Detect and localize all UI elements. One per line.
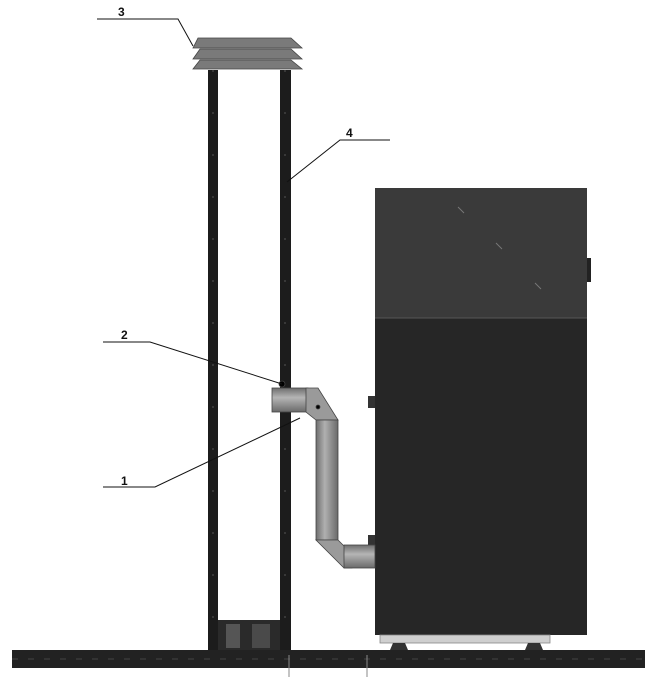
floor-slab xyxy=(12,650,645,668)
flue-pipe xyxy=(271,380,376,569)
label-4: 4 xyxy=(346,126,353,140)
chimney xyxy=(208,70,291,650)
label-1: 1 xyxy=(121,474,128,488)
label-3: 3 xyxy=(118,5,125,19)
stove xyxy=(368,188,591,650)
label-2: 2 xyxy=(121,328,128,342)
chimney-cap xyxy=(192,37,304,70)
leader-lines xyxy=(97,18,390,488)
